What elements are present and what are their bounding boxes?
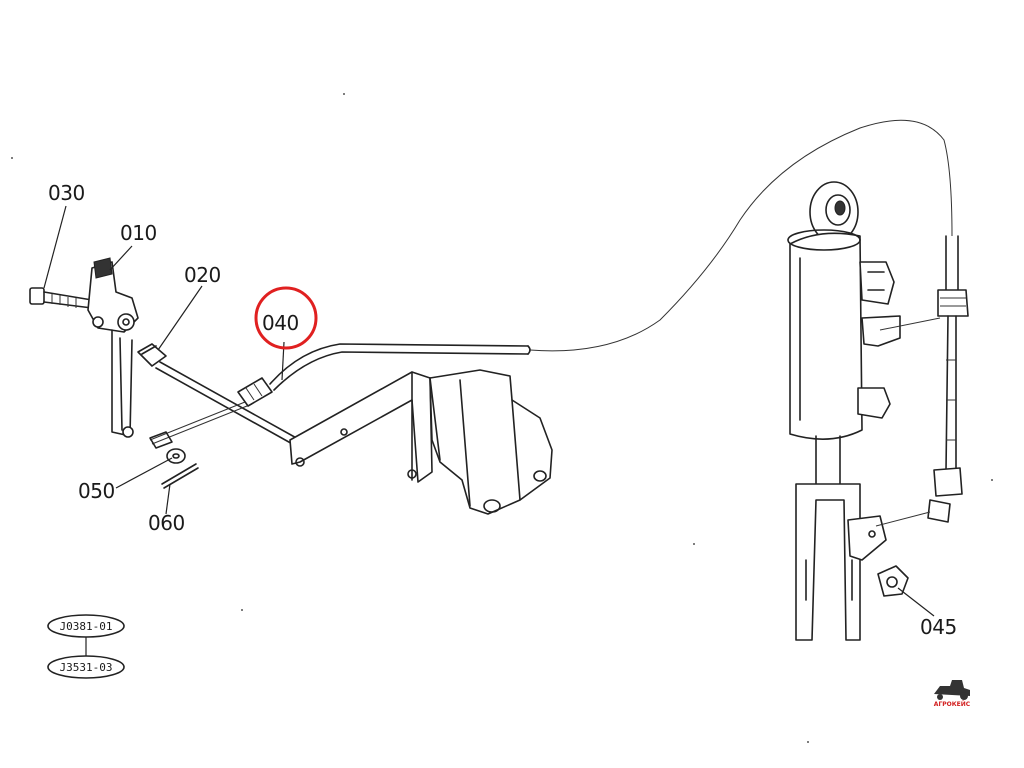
- mounting-bracket: [289, 369, 553, 515]
- reference-codes: J0381-01 J3531-03: [47, 614, 125, 679]
- hydraulic-cylinder: [787, 181, 941, 641]
- logo-text: АГРОКЕЙС: [934, 700, 971, 708]
- brand-logo: АГРОКЕЙС: [934, 680, 971, 708]
- callout-010: 010: [120, 221, 157, 245]
- cable-040: [237, 119, 953, 407]
- bolt-030: [29, 287, 93, 309]
- highlight-circle: [254, 286, 318, 350]
- bracket-010: [87, 257, 139, 333]
- washer-050: [149, 431, 186, 464]
- callout-050: 050: [78, 479, 115, 503]
- tractor-icon: [934, 680, 970, 696]
- lever-arm: [111, 329, 134, 438]
- callout-030: 030: [48, 181, 85, 205]
- callout-060: 060: [148, 511, 185, 535]
- cotter-pin-060: [161, 463, 199, 489]
- callout-045: 045: [920, 615, 957, 639]
- left-lever-assembly: [29, 257, 301, 489]
- reference-code-1: J0381-01: [60, 620, 113, 633]
- callout-020: 020: [184, 263, 221, 287]
- reference-code-2: J3531-03: [60, 661, 113, 674]
- nut-045: [877, 565, 909, 597]
- callout-040: 040: [262, 311, 299, 335]
- right-cable-end: [875, 235, 969, 527]
- leader-lines: [43, 205, 935, 617]
- scan-specks: [11, 93, 993, 743]
- collar-020: [137, 343, 167, 367]
